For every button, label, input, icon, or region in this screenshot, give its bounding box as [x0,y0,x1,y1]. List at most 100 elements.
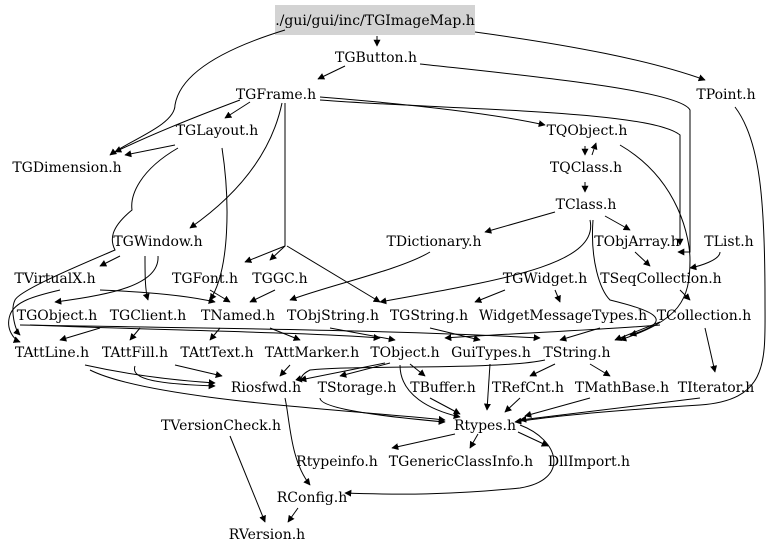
edge-tqobject-tstring [619,144,691,342]
edge-tbuffer-rtypes [429,397,461,415]
edge-bus-4 [129,327,141,341]
edge-tattline-rtypes [89,369,446,423]
edge-tcollection-tobject [444,324,661,342]
edge-tobject-rtypes [399,364,461,419]
edge-tgbutton-tgframe [317,65,346,80]
node-riosfwd: Riosfwd.h [231,380,301,396]
edge-tstring-riosfwd [295,359,546,383]
node-tqclass: TQClass.h [550,160,622,176]
node-tgdimension: TGDimension.h [12,160,121,176]
edge-tgframe-tseqcollection [319,99,684,246]
edge-tclass-tobjstring [379,219,592,305]
node-tgwidget: TGWidget.h [503,271,587,287]
node-tobjarray: TObjArray.h [594,234,679,250]
edge-titerator-rtypes [519,397,701,423]
node-titerator: TIterator.h [678,380,755,396]
node-tgframe: TGFrame.h [236,87,316,103]
node-rtypeinfo: Rtypeinfo.h [296,454,378,470]
edge-bus-1 [29,324,381,342]
edge-tgwindow-tvirtualx [99,255,121,267]
edge-tqclass-tqobject [590,142,598,156]
node-tobjstring: TObjString.h [287,308,379,324]
edge-rtypes-dllimport [517,431,549,447]
edge-bus-2 [19,324,541,342]
node-tbuffer: TBuffer.h [410,380,476,396]
edge-root-tgdimension [109,29,286,156]
edge-tgframe-tqobject [319,96,546,128]
edge-bus-5 [209,327,221,341]
edge-tobjarray-tseqcollection [634,251,651,267]
edge-tlist-tseqcollection [689,251,721,271]
edge-guitypes-rtypes [483,363,491,411]
edge-tggc-tnamed [249,289,276,303]
edge-tgframe-tgstring [286,245,381,303]
edge-bus-8 [429,327,481,342]
edge-tpoint-rtypes [514,106,766,425]
edge-tstring-trefcnt [529,363,556,377]
edge-rtypes-tgenericclassinfo [469,433,479,449]
edge-tversioncheck-rversion [229,435,266,523]
node-tqobject: TQObject.h [547,123,628,139]
edge-tglayout-tnamed [209,147,228,301]
node-tattmarker: TAttMarker.h [265,345,359,361]
node-dllimport: DllImport.h [548,454,630,470]
edge-tmathbase-rtypes [524,397,591,418]
node-tstorage: TStorage.h [318,380,397,396]
edge-rtypes-rconfig [344,424,555,497]
node-trefcnt: TRefCnt.h [492,380,564,396]
edge-tstorage-rtypes [319,397,446,425]
node-tmathbase: TMathBase.h [575,380,669,396]
edges [8,29,766,523]
node-tgobject: TGObject.h [17,308,98,324]
node-rtypes: Rtypes.h [454,418,516,434]
edge-tclass-tdictionary [484,211,556,234]
node-tattline: TAttLine.h [15,345,89,361]
edge-tgframe-tglayout [224,101,251,119]
edge-bus-9 [559,327,601,342]
node-tclass: TClass.h [556,197,617,213]
edge-rtypes-rtypeinfo [391,433,456,451]
edge-tvirtualx-tgobject [8,289,61,343]
node-tseqcollection: TSeqCollection.h [600,271,721,287]
edge-tcollection-tstring [614,321,661,341]
edge-tgwindow-tgclient [142,255,150,301]
nodes: ./gui/gui/inc/TGImageMap.h TGButton.h TP… [12,13,755,543]
node-tatttext: TAttText.h [180,345,253,361]
edge-tglayout-tgobject [12,147,179,336]
node-tvirtualx: TVirtualX.h [14,271,95,287]
edge-tgbutton-tlist [419,63,691,256]
edge-trefcnt-rtypes [504,397,521,413]
node-tdictionary: TDictionary.h [387,234,482,250]
edge-tatttext-riosfwd [174,364,223,378]
node-tattfill: TAttFill.h [102,345,168,361]
node-tnamed: TNamed.h [201,308,275,324]
node-widgetmessagetypes: WidgetMessageTypes.h [479,308,647,324]
edge-bus-6 [269,327,301,341]
node-tversioncheck: TVersionCheck.h [161,418,281,434]
node-tgclient: TGClient.h [110,308,187,324]
node-tgstring: TGString.h [390,308,468,324]
edge-tattfill-riosfwd [134,365,216,390]
node-tglayout: TGLayout.h [176,123,259,139]
node-tpoint: TPoint.h [696,87,755,103]
node-tgenericclassinfo: TGenericClassInfo.h [389,454,533,470]
node-tgwindow: TGWindow.h [113,234,202,250]
edge-tobject-riosfwd [299,362,386,383]
edge-riosfwd-rconfig [284,397,311,486]
node-rconfig: RConfig.h [277,490,347,506]
edge-tgwidget-tgstring [474,289,506,303]
edge-bus-7 [329,327,396,343]
edge-tobject-tstorage [339,362,391,378]
node-tggc: TGGC.h [252,271,307,287]
node-tstring: TString.h [543,345,610,361]
node-tobject: TObject.h [370,345,439,361]
edge-tgframe-tgfont [244,245,286,263]
edge-tgframe-tggc [269,103,286,261]
root-node-box [275,5,475,35]
edge-tgwidget-widgetmessagetypes [554,289,561,303]
node-rversion: RVersion.h [229,527,305,543]
edge-tgwindow-tgobject [54,255,159,305]
edge-tvirtualx-tnamed [99,289,216,304]
edge-tgframe-tgwindow [189,102,283,229]
